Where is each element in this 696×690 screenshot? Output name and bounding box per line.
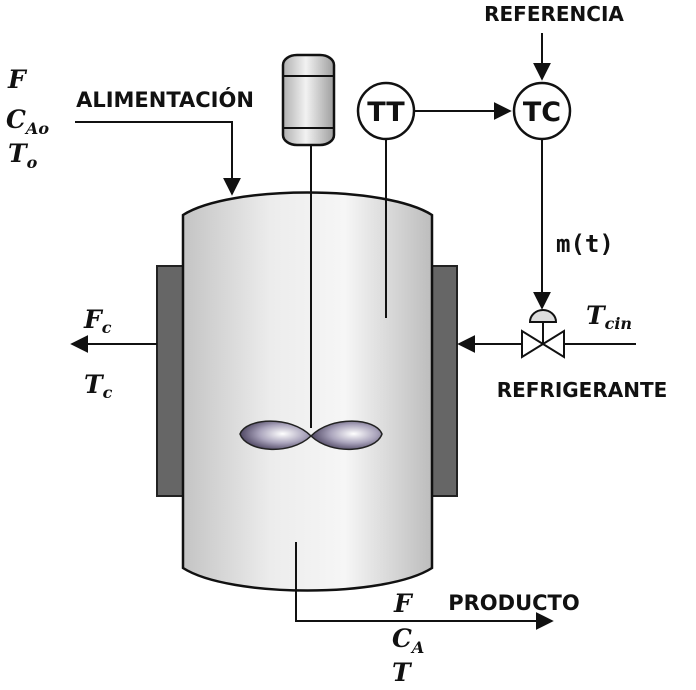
coolant-outlet-variables: Fc Tc	[83, 305, 113, 402]
reactor-tank	[181, 191, 434, 592]
referencia-label: REFERENCIA	[484, 2, 624, 26]
impeller	[239, 420, 383, 450]
coolant-inlet-temperature: Tcin	[586, 301, 632, 333]
coolant-outlet-flow: Fc	[83, 305, 112, 337]
agitator-motor	[281, 53, 336, 147]
product-variables: F CA T	[392, 589, 424, 687]
product-temperature: T	[392, 658, 413, 687]
alimentacion-label: ALIMENTACIÓN	[76, 87, 254, 112]
producto-label: PRODUCTO	[448, 591, 580, 615]
control-valve	[521, 309, 565, 359]
tt-label: TT	[367, 97, 405, 128]
jacket-left	[156, 265, 185, 497]
product-flow: F	[393, 589, 414, 618]
jacket-right	[429, 265, 458, 497]
product-concentration: CA	[392, 624, 424, 657]
feed-line	[75, 121, 241, 196]
feed-flow: F	[7, 65, 28, 94]
refrigerante-label: REFRIGERANTE	[497, 378, 668, 402]
feed-concentration: CAo	[6, 105, 49, 138]
temperature-transmitter: TT	[356, 81, 416, 141]
m-t-label: m(t)	[556, 230, 614, 258]
feed-variables: F CAo To	[6, 65, 49, 172]
temperature-controller: TC	[512, 81, 572, 141]
coolant-outlet-temperature: Tc	[84, 370, 113, 402]
tc-label: TC	[523, 97, 561, 128]
feed-temperature: To	[8, 139, 38, 172]
product-line	[295, 542, 554, 630]
